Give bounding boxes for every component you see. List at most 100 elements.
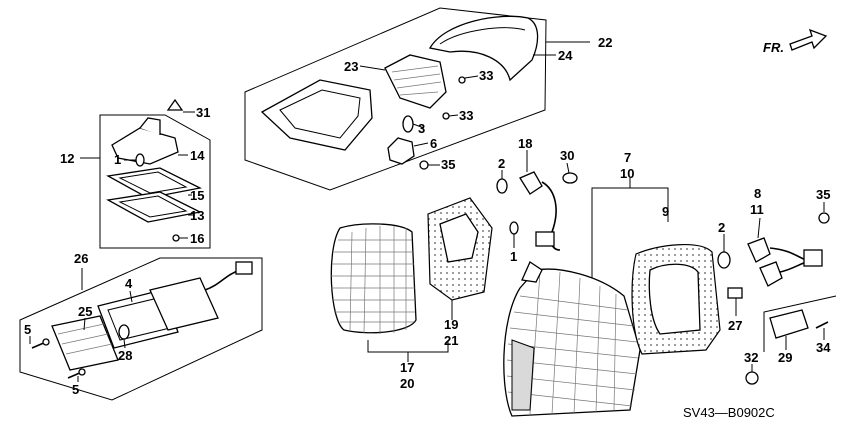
callout-15: 15 bbox=[190, 188, 204, 203]
callout-17: 17 bbox=[400, 360, 414, 375]
license-gasket-13-inner bbox=[118, 195, 188, 218]
callout-1-left: 1 bbox=[510, 249, 517, 264]
bulb-3 bbox=[402, 115, 414, 133]
diagram-code: SV43—B0902C bbox=[683, 405, 775, 420]
screw-33-upper bbox=[458, 76, 466, 84]
callout-25: 25 bbox=[78, 304, 92, 319]
tail-light-inner-ribs bbox=[331, 226, 415, 334]
callout-28: 28 bbox=[118, 348, 132, 363]
side-marker-group bbox=[19, 257, 263, 401]
callout-31: 31 bbox=[196, 105, 210, 120]
tail-light-outer-tab bbox=[521, 261, 543, 283]
screw-5-upper-head bbox=[42, 338, 50, 346]
bracket-7-10 bbox=[591, 187, 669, 200]
callout-10: 10 bbox=[620, 166, 634, 181]
tail-light-outer-ribs bbox=[506, 271, 639, 415]
callout-2-left: 2 bbox=[498, 156, 505, 171]
leader-30 bbox=[566, 162, 570, 174]
callout-8: 8 bbox=[754, 186, 761, 201]
leader-23 bbox=[359, 65, 386, 71]
leader-33b bbox=[448, 114, 459, 117]
socket-18 bbox=[519, 171, 543, 195]
license-gasket-13 bbox=[106, 191, 203, 223]
housing-24 bbox=[428, 15, 539, 82]
lens-frame bbox=[260, 79, 373, 151]
tail-light-outer-reflector bbox=[511, 339, 535, 411]
leader-28 bbox=[123, 338, 126, 349]
bulb-1-left bbox=[509, 221, 519, 235]
marker-lens-25 bbox=[51, 315, 119, 371]
group-12-frame bbox=[99, 114, 211, 249]
bulb-2-right bbox=[717, 251, 731, 269]
socket-11 bbox=[759, 261, 783, 287]
bracket-17 bbox=[367, 340, 449, 353]
callout-7: 7 bbox=[624, 150, 631, 165]
group-26-frame bbox=[19, 257, 263, 401]
callout-33-upper: 33 bbox=[479, 68, 493, 83]
gasket-19-opening bbox=[439, 213, 479, 263]
callout-35-right: 35 bbox=[816, 187, 830, 202]
callout-labels: 22 24 23 33 33 3 6 35 FR. 31 12 1 14 15 … bbox=[24, 35, 831, 420]
clip-31 bbox=[166, 98, 184, 111]
front-direction-indicator bbox=[789, 28, 828, 51]
callout-35-upper: 35 bbox=[441, 157, 455, 172]
lens-frame-inner bbox=[279, 89, 361, 139]
connector-18 bbox=[535, 231, 555, 247]
callout-3: 3 bbox=[418, 121, 425, 136]
callout-13: 13 bbox=[190, 208, 204, 223]
callout-23: 23 bbox=[344, 59, 358, 74]
bulb-2-left bbox=[496, 178, 508, 194]
marker-connector bbox=[235, 261, 253, 275]
license-base-14 bbox=[111, 127, 179, 165]
stoplight-23-ribs bbox=[391, 65, 442, 96]
license-lens-15-inner bbox=[118, 171, 188, 194]
nut-35-upper bbox=[419, 160, 429, 170]
screw-33-lower bbox=[442, 112, 450, 120]
direction-label: FR. bbox=[763, 40, 784, 55]
tail-light-inner-lens bbox=[330, 223, 417, 334]
callout-2-right: 2 bbox=[718, 220, 725, 235]
marker-lens-25-ribs bbox=[57, 323, 113, 355]
screw-16 bbox=[172, 234, 180, 242]
marker-wire bbox=[204, 269, 241, 291]
license-light-group bbox=[80, 98, 211, 249]
callout-19: 19 bbox=[444, 317, 458, 332]
screw-34 bbox=[815, 321, 829, 329]
callout-5-upper: 5 bbox=[24, 322, 31, 337]
group-22-frame bbox=[244, 7, 547, 191]
callout-21: 21 bbox=[444, 333, 458, 348]
socket-8 bbox=[747, 237, 771, 263]
high-mount-stoplight-group bbox=[244, 7, 590, 191]
grommet-30 bbox=[562, 172, 578, 184]
front-arrow-icon bbox=[789, 28, 828, 51]
callout-33-lower: 33 bbox=[459, 108, 473, 123]
callout-12: 12 bbox=[60, 151, 74, 166]
group-29-frame bbox=[763, 295, 837, 352]
stoplight-23 bbox=[384, 54, 447, 109]
callout-34: 34 bbox=[816, 340, 831, 355]
connector-8-11 bbox=[803, 249, 823, 267]
callout-24: 24 bbox=[558, 48, 573, 63]
leader-25 bbox=[83, 317, 86, 331]
callout-1-license: 1 bbox=[114, 152, 121, 167]
leader-33a bbox=[464, 75, 479, 79]
bulb-27 bbox=[727, 287, 743, 299]
leader-3 bbox=[412, 123, 425, 129]
tail-light-outer-group bbox=[503, 178, 830, 417]
license-lens-15 bbox=[106, 167, 203, 199]
tail-light-inner-group bbox=[330, 150, 578, 362]
callout-32: 32 bbox=[744, 350, 758, 365]
callout-27: 27 bbox=[728, 318, 742, 333]
callout-4: 4 bbox=[125, 276, 133, 291]
callout-30: 30 bbox=[560, 148, 574, 163]
socket-6 bbox=[387, 137, 415, 165]
callout-16: 16 bbox=[190, 231, 204, 246]
reflector-group bbox=[745, 295, 837, 385]
housing-24-edge bbox=[439, 27, 526, 45]
gasket-9-opening bbox=[648, 263, 701, 335]
callout-18: 18 bbox=[518, 136, 532, 151]
callout-9: 9 bbox=[662, 204, 669, 219]
callout-22: 22 bbox=[598, 35, 612, 50]
